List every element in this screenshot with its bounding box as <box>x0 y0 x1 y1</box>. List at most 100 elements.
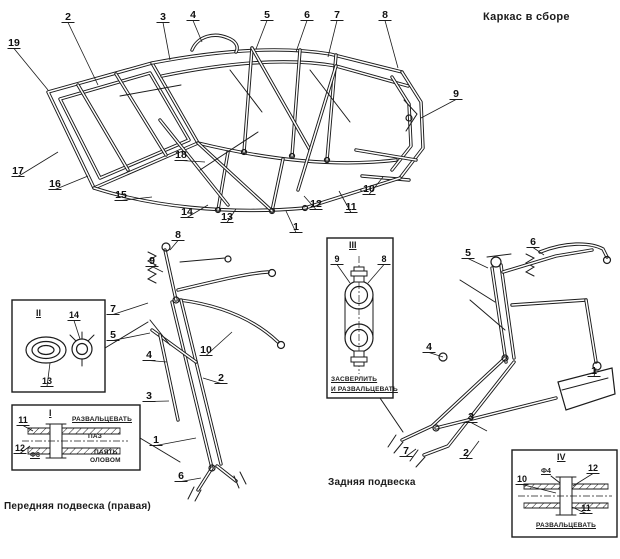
leader-line <box>470 422 488 432</box>
callout-9: 9 <box>149 255 155 267</box>
leader-line <box>338 190 352 213</box>
callout-6: 6 <box>304 9 310 21</box>
inset-III-border <box>326 237 394 399</box>
leader-line <box>336 264 351 284</box>
leader-line <box>593 367 597 377</box>
leader-line <box>169 240 179 251</box>
inset-II-label: II <box>36 308 42 318</box>
callout-19: 19 <box>8 37 20 49</box>
leader-line <box>226 208 237 223</box>
inset-I-border <box>11 404 141 471</box>
leader-line <box>180 477 202 482</box>
leader-line <box>384 20 399 69</box>
leader-line <box>22 425 34 432</box>
leader-line <box>255 20 268 50</box>
inset-box-I: 11 12 <box>11 404 141 471</box>
callout-7: 7 <box>403 445 409 457</box>
callout-12: 12 <box>588 463 598 473</box>
leader-line <box>162 22 171 61</box>
leader-line <box>17 151 59 177</box>
leader-line <box>368 176 384 195</box>
callout-2: 2 <box>218 372 224 384</box>
callout-4: 4 <box>190 9 196 21</box>
callout-8: 8 <box>381 254 386 264</box>
callout-14: 14 <box>69 310 79 320</box>
inset-I-note-flare: РАЗВАЛЬЦЕВАТЬ <box>72 416 132 423</box>
callout-11: 11 <box>581 503 591 513</box>
callout-12: 12 <box>15 443 25 453</box>
leader-line <box>13 48 49 91</box>
inset-II-callouts: 14 13 <box>40 310 81 387</box>
callout-11: 11 <box>345 201 356 213</box>
leader-line <box>572 473 594 487</box>
inset-II-border <box>11 299 106 393</box>
leader-line <box>285 210 297 233</box>
callout-1: 1 <box>153 434 159 446</box>
callout-12: 12 <box>310 198 322 210</box>
inset-IV-diameter-label: Ф4 <box>541 468 551 475</box>
leader-line <box>571 506 587 514</box>
inset-I-note-solder-2: ОЛОВОМ <box>90 457 121 464</box>
callout-16: 16 <box>49 178 61 190</box>
leader-line <box>467 258 489 269</box>
callout-2: 2 <box>65 11 71 23</box>
callout-1: 1 <box>591 365 597 377</box>
callout-5: 5 <box>110 329 116 341</box>
leader-line <box>112 302 149 315</box>
leader-line <box>46 362 51 387</box>
inset-III-note-line1: ЗАСВЕРЛИТЬ <box>331 376 378 383</box>
inset-I-diameter-label: Ф8 <box>30 452 40 459</box>
leader-line <box>303 195 317 210</box>
inset-box-II: 14 13 <box>11 299 106 393</box>
inset-I-label: I <box>49 408 52 418</box>
callout-10: 10 <box>200 344 212 356</box>
callout-3: 3 <box>160 11 166 23</box>
front-suspension-caption: Передняя подвеска (правая) <box>4 501 151 512</box>
callout-3: 3 <box>468 411 474 423</box>
callout-1: 1 <box>293 221 299 233</box>
leader-line <box>428 352 444 358</box>
frame-assembly-title: Каркас в сборе <box>483 11 570 23</box>
leader-line <box>151 266 164 273</box>
leader-line <box>112 332 151 341</box>
leader-line <box>420 99 457 119</box>
rear-suspension-caption: Задняя подвеска <box>328 477 416 488</box>
callout-13: 13 <box>221 211 233 223</box>
leader-line <box>327 20 338 58</box>
leader-line <box>67 22 99 86</box>
leader-line <box>73 320 81 340</box>
callout-2: 2 <box>463 447 469 459</box>
inset-III-label: III <box>349 240 357 250</box>
leader-line <box>465 440 480 459</box>
leader-line <box>532 247 545 256</box>
callout-13: 13 <box>42 376 52 386</box>
callout-9: 9 <box>334 254 339 264</box>
callout-14: 14 <box>181 206 193 218</box>
leader-line <box>192 20 203 43</box>
leader-line <box>205 331 233 356</box>
callout-8: 8 <box>175 229 181 241</box>
callout-11: 11 <box>18 415 28 425</box>
callout-7: 7 <box>110 303 116 315</box>
callout-7: 7 <box>334 9 340 21</box>
callout-5: 5 <box>264 9 270 21</box>
callout-18: 18 <box>175 149 187 161</box>
leader-line <box>155 437 197 446</box>
callout-3: 3 <box>146 390 152 402</box>
callout-6: 6 <box>530 236 536 248</box>
leader-line <box>367 264 385 284</box>
leader-line <box>521 484 557 494</box>
inset-I-note-solder-1: ПАЯТЬ <box>94 449 118 456</box>
leader-line <box>120 196 153 201</box>
leader-line <box>295 20 308 53</box>
inset-IV-border <box>511 449 618 538</box>
